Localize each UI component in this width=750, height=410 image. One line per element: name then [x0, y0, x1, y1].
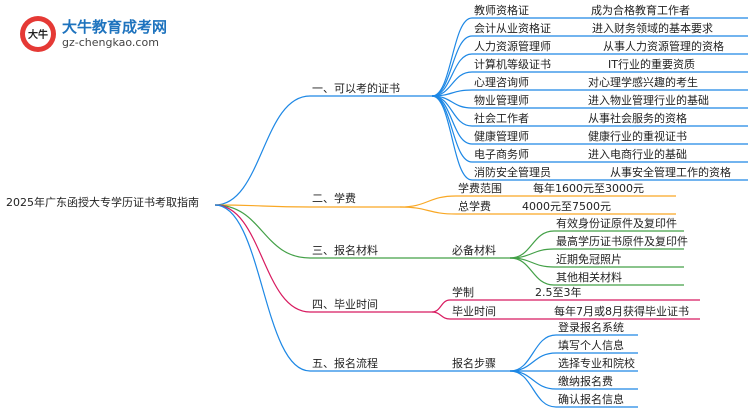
- branch-process[interactable]: 五、报名流程: [312, 357, 378, 370]
- cert-name[interactable]: 社会工作者: [474, 112, 529, 125]
- cert-desc: 进入电商行业的基础: [588, 148, 687, 161]
- process-connector: [509, 370, 557, 408]
- cert-name[interactable]: 计算机等级证书: [474, 58, 551, 71]
- cert-name[interactable]: 物业管理师: [474, 94, 529, 107]
- branch-connector: [214, 204, 311, 208]
- materials-sub[interactable]: 必备材料: [452, 244, 496, 257]
- cert-desc: 从事人力资源管理的资格: [603, 40, 724, 53]
- graduation-connector: [431, 311, 451, 320]
- logo-url: gz-chengkao.com: [62, 36, 159, 49]
- process-connector: [509, 352, 557, 372]
- cert-desc: 从事安全管理工作的资格: [610, 166, 731, 179]
- material-leaf: 有效身份证原件及复印件: [556, 217, 677, 230]
- cert-name[interactable]: 健康管理师: [474, 130, 529, 143]
- material-leaf: 最高学历证书原件及复印件: [556, 235, 688, 248]
- cert-name[interactable]: 消防安全管理员: [474, 166, 551, 179]
- cert-desc: 对心理学感兴趣的考生: [588, 76, 698, 89]
- tuition-item-desc: 4000元至7500元: [522, 200, 611, 213]
- branch-connector: [214, 204, 311, 313]
- branch-certificates[interactable]: 一、可以考的证书: [312, 82, 400, 95]
- process-step: 填写个人信息: [558, 339, 624, 352]
- branch-graduation[interactable]: 四、毕业时间: [312, 298, 378, 311]
- cert-desc: 从事社会服务的资格: [588, 112, 687, 125]
- cert-name[interactable]: 心理咨询师: [474, 76, 529, 89]
- material-leaf: 其他相关材料: [556, 271, 622, 284]
- cert-desc: 成为合格教育工作者: [591, 4, 690, 17]
- process-step: 确认报名信息: [558, 393, 624, 406]
- tuition-item-name[interactable]: 学费范围: [458, 182, 502, 195]
- process-step: 选择专业和院校: [558, 357, 635, 370]
- logo-badge-icon: 大牛: [20, 16, 56, 52]
- cert-name[interactable]: 人力资源管理师: [474, 40, 551, 53]
- process-step: 登录报名系统: [558, 321, 624, 334]
- cert-connector: [431, 35, 473, 97]
- tuition-item-name[interactable]: 总学费: [458, 200, 491, 213]
- tuition-connector: [399, 195, 457, 208]
- cert-connector: [431, 95, 473, 181]
- branch-connector: [214, 204, 311, 259]
- process-connector: [509, 334, 557, 372]
- graduation-item-name[interactable]: 学制: [452, 286, 474, 299]
- branch-materials[interactable]: 三、报名材料: [312, 244, 378, 257]
- graduation-item-desc: 2.5至3年: [535, 286, 582, 299]
- cert-connector: [431, 17, 473, 97]
- branch-connector: [214, 204, 311, 372]
- process-step: 缴纳报名费: [558, 375, 613, 388]
- branch-tuition[interactable]: 二、学费: [312, 192, 356, 205]
- cert-desc: IT行业的重要资质: [608, 58, 695, 71]
- site-logo[interactable]: 大牛 大牛教育成考网 gz-chengkao.com: [18, 14, 188, 54]
- material-leaf: 近期免冠照片: [556, 253, 622, 266]
- process-connector: [509, 370, 557, 390]
- branch-connector: [214, 95, 311, 206]
- cert-connector: [431, 95, 473, 163]
- root-topic[interactable]: 2025年广东函授大专学历证书考取指南: [6, 196, 199, 209]
- graduation-item-desc: 每年7月或8月获得毕业证书: [554, 305, 689, 318]
- cert-desc: 进入物业管理行业的基础: [588, 94, 709, 107]
- svg-text:大牛: 大牛: [28, 28, 48, 41]
- graduation-connector: [431, 299, 451, 313]
- cert-name[interactable]: 电子商务师: [474, 148, 529, 161]
- logo-title: 大牛教育成考网: [62, 18, 168, 36]
- process-sub[interactable]: 报名步骤: [452, 357, 496, 370]
- cert-name[interactable]: 教师资格证: [474, 4, 529, 17]
- cert-desc: 进入财务领域的基本要求: [592, 22, 713, 35]
- cert-name[interactable]: 会计从业资格证: [474, 22, 551, 35]
- tuition-item-desc: 每年1600元至3000元: [533, 182, 644, 195]
- cert-desc: 健康行业的重视证书: [588, 130, 687, 143]
- material-connector: [509, 257, 555, 286]
- tuition-connector: [399, 206, 457, 215]
- graduation-item-name[interactable]: 毕业时间: [452, 305, 496, 318]
